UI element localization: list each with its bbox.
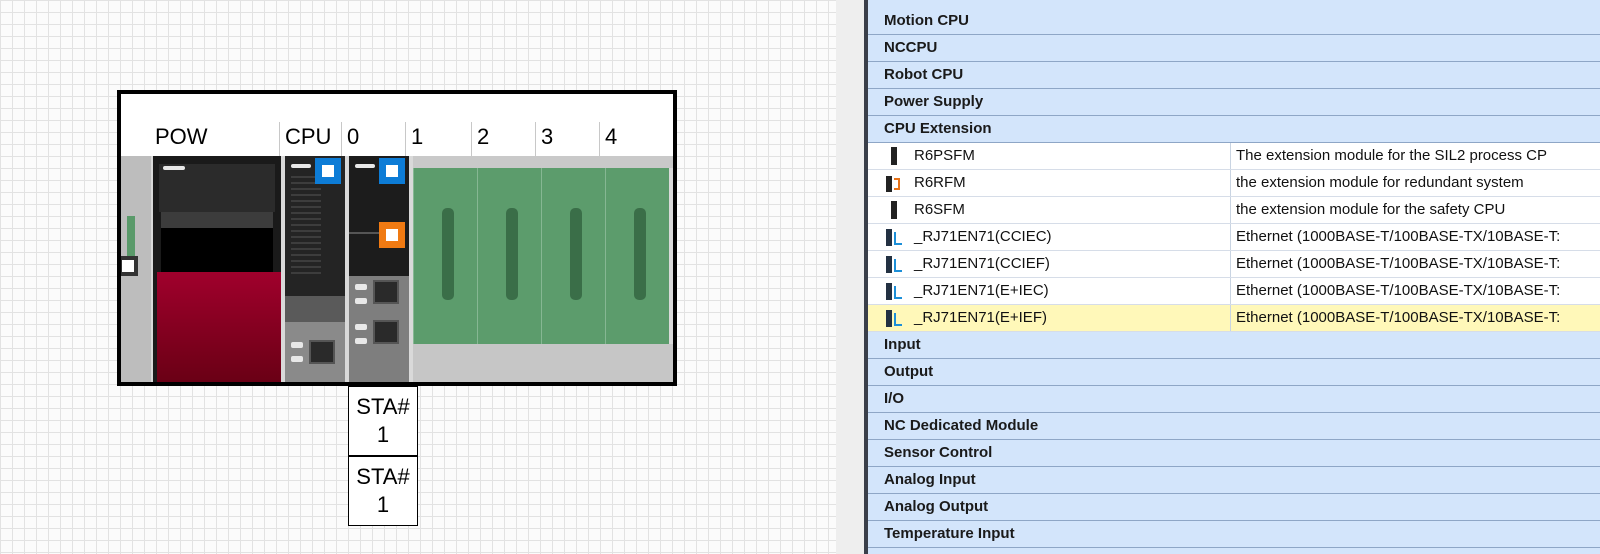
orange-status-marker-icon[interactable] [379,222,405,248]
module-description: Ethernet (1000BASE-T/100BASE-TX/10BASE-T… [1230,305,1600,331]
ethernet-module-icon [886,228,902,246]
empty-slot-3[interactable] [541,168,605,344]
power-module-cover [157,272,281,382]
ethernet-module-icon [886,255,902,273]
base-selection-handle[interactable] [121,256,138,276]
black-module-icon [886,147,902,165]
category-cpu-extension[interactable]: CPU Extension [868,116,1600,143]
category-output[interactable]: Output [868,359,1600,386]
slot-0-module[interactable] [349,156,409,382]
category-nc-dedicated-module[interactable]: NC Dedicated Module [868,413,1600,440]
module-name: R6PSFM [914,147,975,164]
module-item-selected[interactable]: _RJ71EN71(E+IEF) Ethernet (1000BASE-T/10… [868,305,1600,332]
module-list: Motion CPU NCCPU Robot CPU Power Supply … [868,0,1600,554]
blue-status-marker-icon[interactable] [315,158,341,184]
module-name: _RJ71EN71(E+IEC) [914,282,1049,299]
module-name: _RJ71EN71(E+IEF) [914,309,1047,326]
panel-gutter [836,0,864,554]
module-description: Ethernet (1000BASE-T/100BASE-TX/10BASE-T… [1230,278,1600,304]
station-label[interactable]: STA# 1 [348,456,418,526]
module-name: _RJ71EN71(CCIEC) [914,228,1052,245]
power-supply-module[interactable] [153,156,281,382]
category-temperature-input[interactable]: Temperature Input [868,521,1600,548]
category-io[interactable]: I/O [868,386,1600,413]
empty-slot-bottom-rail [413,344,673,382]
ethernet-module-icon [886,282,902,300]
redundant-module-icon [886,174,902,192]
slot-label-pow: POW [155,124,208,149]
slot-label-cpu: CPU [285,124,332,149]
empty-slot-4[interactable] [605,168,669,344]
module-name: R6RFM [914,174,966,191]
module-description: the extension module for redundant syste… [1230,170,1600,196]
black-module-icon [886,201,902,219]
blue-status-marker-icon[interactable] [379,158,405,184]
slot-divider [471,122,472,156]
category-header-partial[interactable] [868,548,1600,554]
category-sensor-control[interactable]: Sensor Control [868,440,1600,467]
slot-divider [279,122,280,156]
slot-divider [341,122,342,156]
station-label[interactable]: STA# 1 [348,386,418,456]
rack-slot-header: POW CPU 0 1 2 3 4 [121,94,673,160]
ethernet-port-icon [373,320,399,344]
empty-slot-2[interactable] [477,168,541,344]
module-item[interactable]: _RJ71EN71(CCIEC) Ethernet (1000BASE-T/10… [868,224,1600,251]
empty-slot-1[interactable] [413,168,477,344]
module-item[interactable]: R6RFM the extension module for redundant… [868,170,1600,197]
slot-divider [535,122,536,156]
ethernet-port-icon [373,280,399,304]
slot-divider [599,122,600,156]
rack-body [121,156,673,382]
module-description: the extension module for the safety CPU [1230,197,1600,223]
slot-divider [405,122,406,156]
category-analog-output[interactable]: Analog Output [868,494,1600,521]
module-item[interactable]: _RJ71EN71(E+IEC) Ethernet (1000BASE-T/10… [868,278,1600,305]
empty-slot-top-rail [413,156,673,168]
module-name: _RJ71EN71(CCIEF) [914,255,1050,272]
module-item[interactable]: _RJ71EN71(CCIEF) Ethernet (1000BASE-T/10… [868,251,1600,278]
module-description: The extension module for the SIL2 proces… [1230,143,1600,169]
slot-label-3: 3 [541,124,554,149]
module-description: Ethernet (1000BASE-T/100BASE-TX/10BASE-T… [1230,224,1600,250]
module-list-panel: Motion CPU NCCPU Robot CPU Power Supply … [836,0,1600,554]
slot-label-1: 1 [411,124,424,149]
module-item[interactable]: R6SFM the extension module for the safet… [868,197,1600,224]
slot-label-0: 0 [347,124,360,149]
module-item[interactable]: R6PSFM The extension module for the SIL2… [868,143,1600,170]
category-analog-input[interactable]: Analog Input [868,467,1600,494]
cpu-module[interactable] [285,156,345,382]
category-power-supply[interactable]: Power Supply [868,89,1600,116]
category-nccpu[interactable]: NCCPU [868,35,1600,62]
base-unit-rack[interactable]: POW CPU 0 1 2 3 4 [117,90,677,386]
ethernet-port-icon [309,340,335,364]
category-robot-cpu[interactable]: Robot CPU [868,62,1600,89]
module-name: R6SFM [914,201,965,218]
module-description: Ethernet (1000BASE-T/100BASE-TX/10BASE-T… [1230,251,1600,277]
panel-splitter[interactable] [864,0,868,554]
ethernet-module-icon [886,309,902,327]
slot-label-2: 2 [477,124,490,149]
category-input[interactable]: Input [868,332,1600,359]
slot-label-4: 4 [605,124,618,149]
category-motion-cpu[interactable]: Motion CPU [868,8,1600,35]
module-configuration-canvas[interactable]: POW CPU 0 1 2 3 4 [0,0,836,554]
